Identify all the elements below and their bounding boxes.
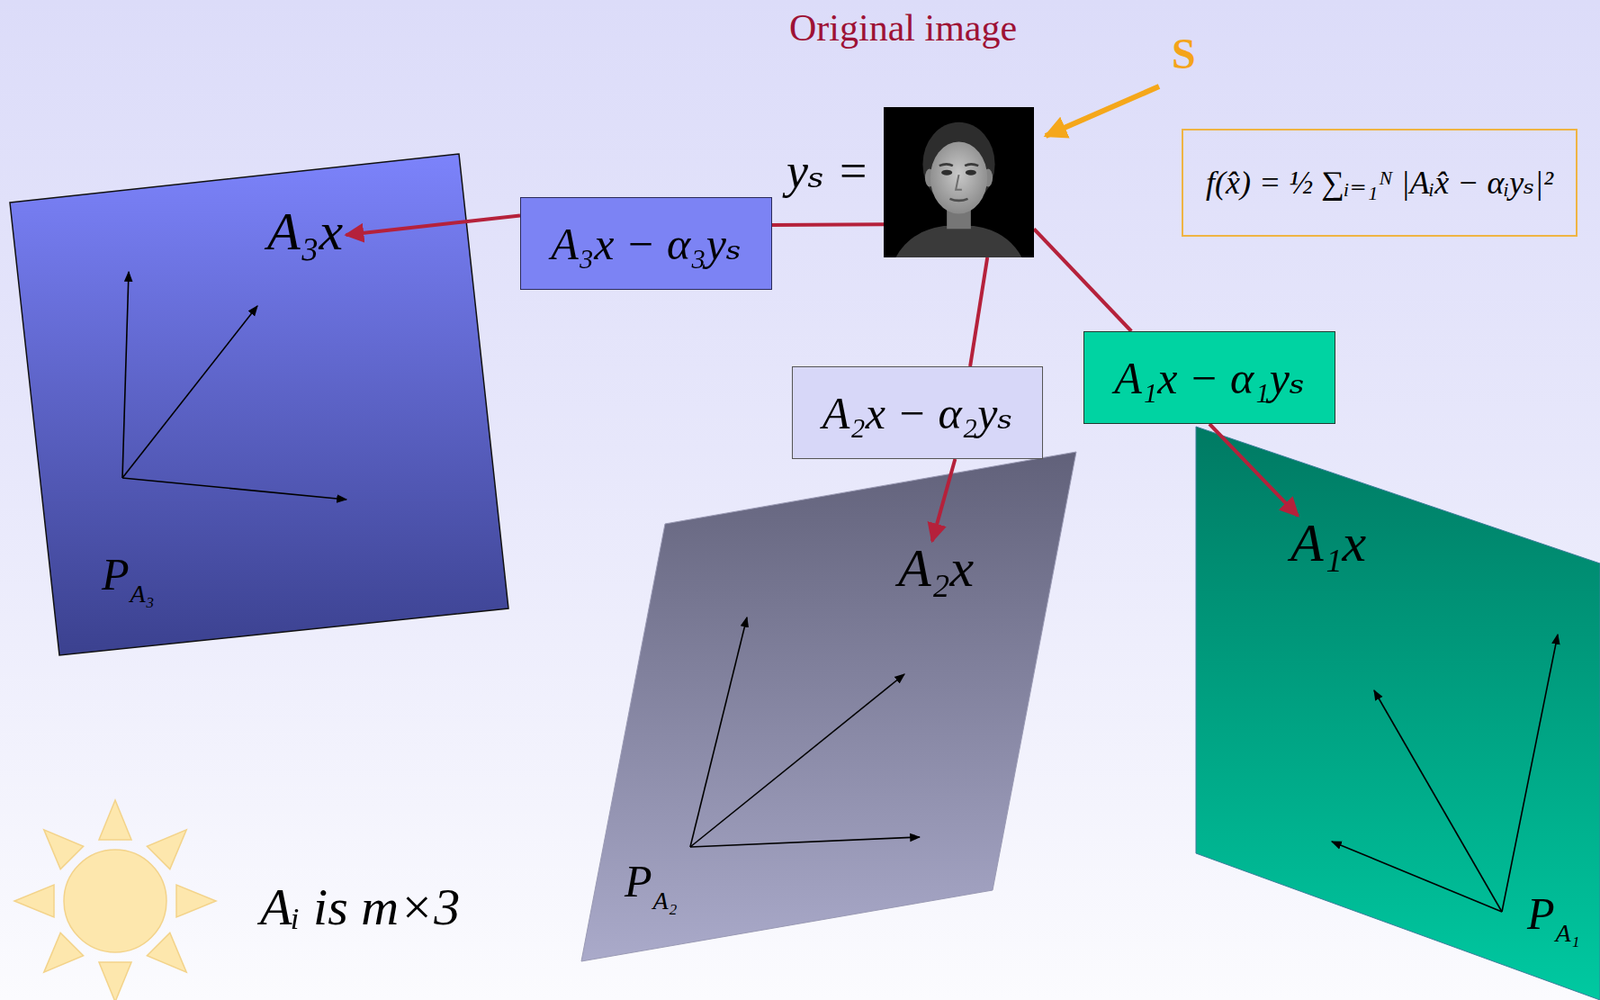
sun-symbol [14, 800, 216, 1000]
formula-text: f(x̂) = ½ ∑ᵢ₌₁ᴺ |Aᵢx̂ − αᵢyₛ|² [1205, 165, 1554, 202]
plane-label: P [1527, 889, 1556, 939]
residual-box: A₃x − α₃yₛ [520, 197, 773, 290]
text-slot: PA₁ [1527, 887, 1580, 940]
projection-text: A₂x [898, 538, 974, 598]
projection-plane: A₂xPA₂ [581, 451, 1077, 962]
plane-label: P [624, 856, 653, 907]
text-slot: PA₂ [624, 854, 677, 908]
label-slot: S [1171, 30, 1196, 79]
face-photo [883, 107, 1034, 258]
projection-point: A₂x [898, 537, 974, 600]
residual-text: A₂x − α₂yₛ [822, 388, 1014, 439]
text-slot: A₂x [898, 537, 974, 600]
projection-point: A₁x [1290, 512, 1367, 575]
plane-surface [581, 451, 1077, 962]
plane-label: A₁ [1555, 919, 1581, 948]
connector [932, 458, 955, 541]
plane-label: A₂ [653, 887, 678, 916]
callout-letter: S [1171, 30, 1196, 79]
diagram-title: Original image [789, 7, 1017, 49]
text-slot: A₃x − α₃yₛ [550, 217, 742, 270]
connector [772, 222, 884, 227]
text-slot: A₁x − α₁yₛ [1114, 351, 1305, 405]
residual-text: A₁x − α₁yₛ [1114, 353, 1305, 404]
plane-surface [9, 153, 509, 656]
label-slot: Aᵢ is m×3 [260, 878, 460, 936]
projection-text: A₁x [1290, 512, 1367, 573]
plane-label: A₃ [130, 580, 155, 609]
connector [970, 257, 988, 367]
text-slot: A₃x [267, 200, 343, 263]
image-symbol-label: yₛ = [786, 144, 870, 198]
text-slot: f(x̂) = ½ ∑ᵢ₌₁ᴺ |Aᵢx̂ − αᵢyₛ|² [1205, 163, 1554, 202]
connector [1209, 423, 1298, 516]
formula-box: f(x̂) = ½ ∑ᵢ₌₁ᴺ |Aᵢx̂ − αᵢyₛ|² [1181, 128, 1578, 237]
text-slot: A₂x − α₂yₛ [822, 386, 1014, 440]
projection-point: A₃x [267, 200, 343, 263]
title-slot: Original image [789, 7, 1017, 49]
text-slot: A₁x [1290, 512, 1367, 575]
connector [1033, 228, 1132, 332]
text-slot: yₛ = [786, 143, 870, 199]
text-slot: PA₃ [101, 548, 154, 601]
projection-text: A₃x [267, 201, 343, 261]
connector [346, 215, 521, 235]
residual-box: A₂x − α₂yₛ [791, 366, 1043, 459]
dimension-note: Aᵢ is m×3 [260, 878, 460, 936]
pointer-arrow [1045, 86, 1160, 136]
projection-plane: A₁xPA₁ [1195, 426, 1600, 1000]
residual-box: A₁x − α₁yₛ [1083, 331, 1336, 424]
plane-label: P [101, 549, 130, 600]
projection-plane: A₃xPA₃ [9, 153, 509, 656]
residual-text: A₃x − α₃yₛ [550, 219, 742, 270]
source-image: yₛ = [883, 107, 1034, 258]
